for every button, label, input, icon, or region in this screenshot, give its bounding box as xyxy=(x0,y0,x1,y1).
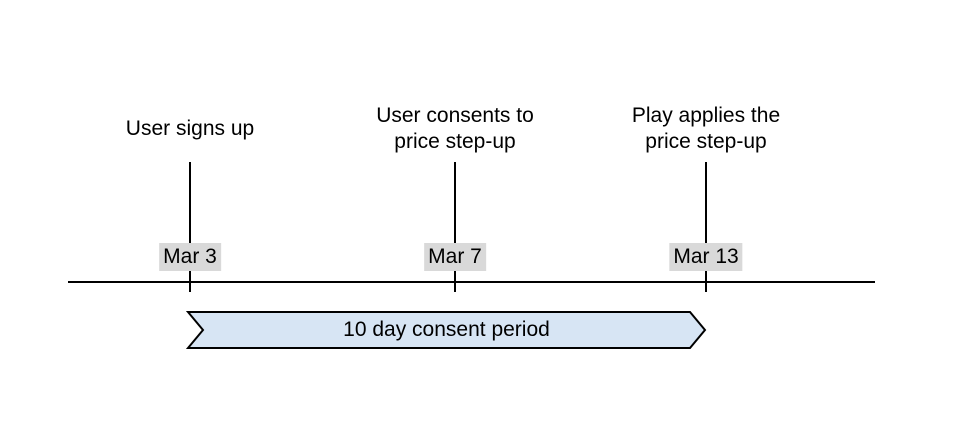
event-label-play-applies: Play applies the price step-up xyxy=(631,104,781,153)
banner-chevron-shape xyxy=(186,311,707,349)
date-label-mar-7: Mar 7 xyxy=(424,243,486,271)
timeline-axis xyxy=(68,281,875,283)
event-tick-mar-3 xyxy=(189,162,191,292)
event-tick-mar-13 xyxy=(705,162,707,292)
date-label-mar-3: Mar 3 xyxy=(159,243,221,271)
date-label-mar-13: Mar 13 xyxy=(669,243,743,271)
event-tick-mar-7 xyxy=(454,162,456,292)
consent-period-banner xyxy=(186,311,707,349)
banner-label: 10 day consent period xyxy=(343,318,550,341)
event-label-user-consents: User consents to price step-up xyxy=(376,104,534,153)
event-label-user-signs-up: User signs up xyxy=(125,117,255,140)
